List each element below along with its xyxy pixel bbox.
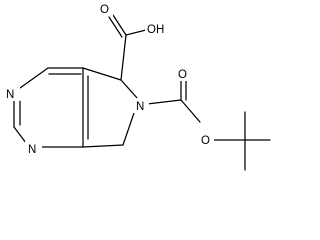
atom-label-n3: N: [6, 89, 14, 101]
atom-label-ester-o: O: [201, 135, 210, 147]
carboxylic-acid-group: [108, 14, 147, 81]
structure-canvas: N N N O OH O O: [4, 2, 271, 171]
bond-carbonyl-o-ester: [180, 99, 201, 123]
boc-group: [146, 79, 271, 171]
bond-n6-c7: [122, 112, 135, 146]
atom-label-carbamate-carbonyl-o: O: [178, 69, 187, 81]
bond-c2-n1: [13, 126, 27, 144]
bond-c-o-double-1: [112, 14, 127, 36]
bond-c4-n3: [19, 67, 49, 89]
atom-label-n1: N: [28, 144, 36, 156]
chemical-structure: N N N O OH O O: [4, 2, 271, 171]
atom-label-oh: OH: [147, 24, 164, 36]
bond-n6-carbonyl: [146, 99, 182, 105]
bond-c7-c7a: [82, 144, 124, 148]
bond-c5-cooh: [120, 34, 127, 81]
pyrimidine-ring: [13, 67, 89, 148]
bond-c-oh: [125, 29, 147, 36]
atom-label-n6: N: [136, 101, 144, 113]
bond-c-o-double-2: [108, 16, 123, 38]
pyrrolidine-ring: [82, 67, 139, 148]
bond-c4a-c5: [82, 67, 122, 81]
atom-label-acid-carbonyl-o: O: [100, 4, 109, 16]
bond-c5-n6: [120, 79, 139, 100]
atom-labels: N N N O OH O O: [4, 2, 214, 156]
